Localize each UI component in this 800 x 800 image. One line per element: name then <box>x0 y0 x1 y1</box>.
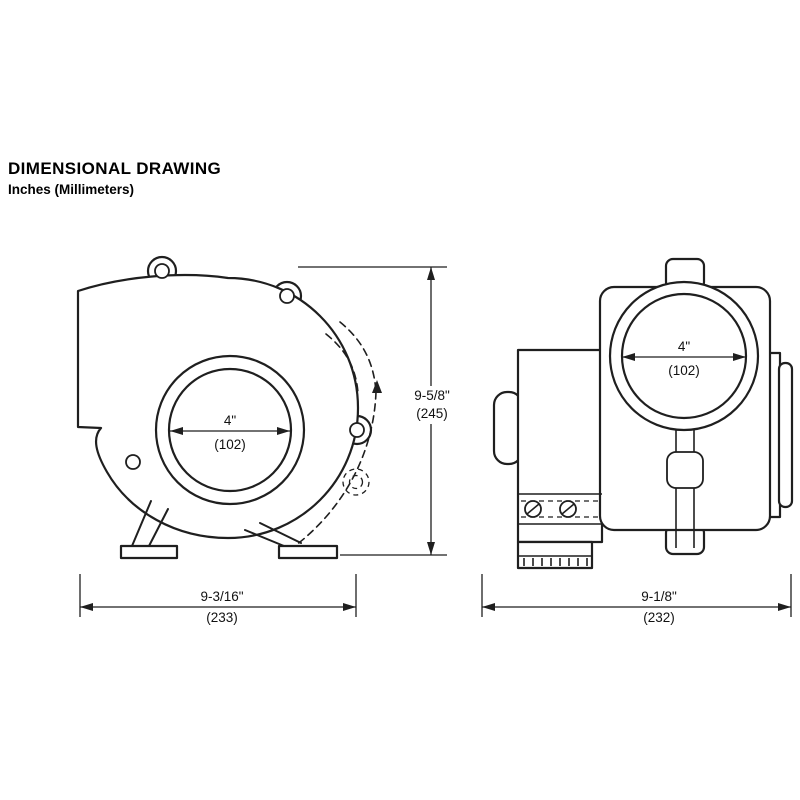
side-width-dimension: 9-1/8" (232) <box>481 574 792 625</box>
front-width-inches: 9-3/16" <box>200 589 243 604</box>
mounting-base <box>516 540 594 570</box>
page-subtitle: Inches (Millimeters) <box>8 182 135 197</box>
mounting-feet <box>119 500 339 560</box>
side-width-inches: 9-1/8" <box>641 589 677 604</box>
mounting-tab-holes <box>125 263 365 470</box>
side-port-bore <box>620 292 748 420</box>
side-view: 4" (102) <box>492 257 794 570</box>
clamp-band <box>518 493 602 525</box>
swivel-arc <box>294 321 382 547</box>
front-port-mm: (102) <box>214 437 246 452</box>
front-width-mm: (233) <box>206 610 238 625</box>
side-port-dimension: 4" (102) <box>622 339 746 378</box>
height-inches: 9-5/8" <box>414 388 450 403</box>
front-port-inches: 4" <box>224 413 237 428</box>
height-mm: (245) <box>416 406 448 421</box>
height-dimension: 9-5/8" (245) <box>298 266 450 556</box>
front-view: 4" (102) <box>76 255 382 560</box>
side-width-mm: (232) <box>643 610 675 625</box>
flange-ring-outer <box>777 361 794 509</box>
front-port-dimension: 4" (102) <box>170 413 290 452</box>
swivel-arrowhead <box>372 380 382 393</box>
side-port-mm: (102) <box>668 363 700 378</box>
side-port-inches: 4" <box>678 339 691 354</box>
front-width-dimension: 9-3/16" (233) <box>79 574 357 625</box>
body-seam <box>666 430 704 548</box>
page-title: DIMENSIONAL DRAWING <box>8 159 222 178</box>
inlet-port-bore <box>167 367 293 493</box>
